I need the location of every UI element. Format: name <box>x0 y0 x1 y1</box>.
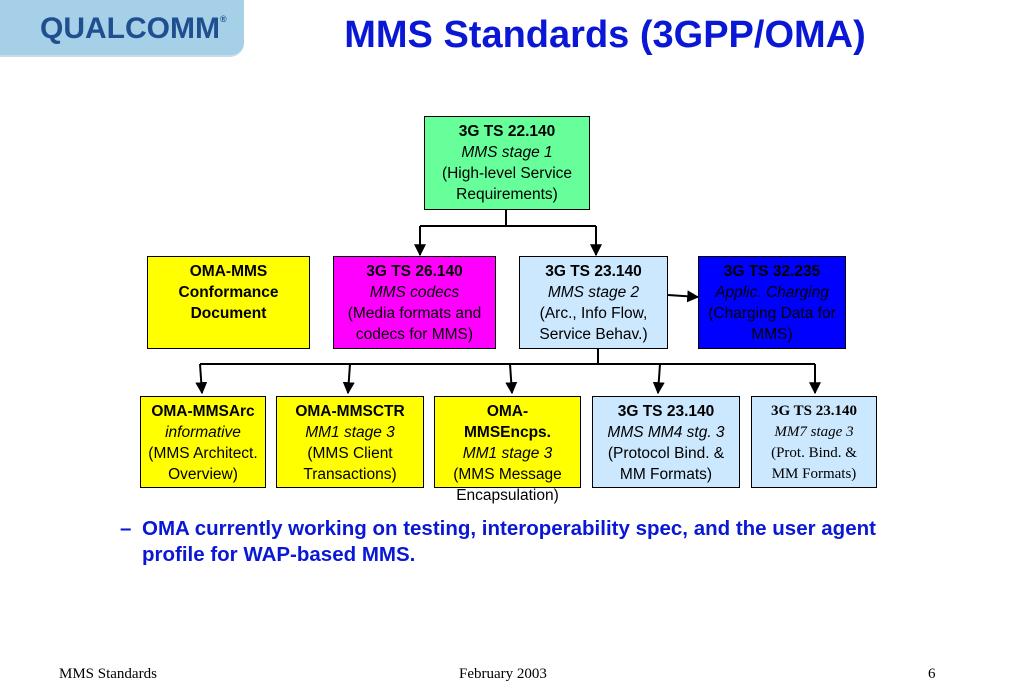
box-oma-mmsctr: OMA-MMSCTR MM1 stage 3 (MMS Client Trans… <box>276 396 424 488</box>
box-3g-ts-26-140: 3G TS 26.140 MMS codecs (Media formats a… <box>333 256 496 349</box>
bullet-oma-testing: – OMA currently working on testing, inte… <box>120 516 940 568</box>
footer-left: MMS Standards <box>59 666 157 682</box>
footer-page-number: 6 <box>928 666 936 682</box>
slide-title: MMS Standards (3GPP/OMA) <box>344 14 866 56</box>
footer-center: February 2003 <box>459 666 547 682</box>
box-3g-ts-22-140: 3G TS 22.140 MMS stage 1 (High-level Ser… <box>424 116 590 210</box>
connector-to-oma-enc <box>505 363 518 395</box>
connector-to-oma-arc <box>195 363 208 395</box>
box-3g-ts-23-140-stage2: 3G TS 23.140 MMS stage 2 (Arc., Info Flo… <box>519 256 668 349</box>
connector-bottom-split <box>200 349 815 365</box>
bullet-text: OMA currently working on testing, intero… <box>142 517 876 566</box>
box-3g-ts-23-140-mm4: 3G TS 23.140 MMS MM4 stg. 3 (Protocol Bi… <box>592 396 740 488</box>
box-oma-mmsencps: OMA-MMSEncps. MM1 stage 3 (MMS Message E… <box>434 396 581 504</box>
connector-23140-to-32235 <box>667 290 700 303</box>
box-oma-mmsarc: OMA-MMSArc informative (MMS Architect. O… <box>140 396 266 488</box>
connector-to-mm4 <box>652 363 665 395</box>
connector-top-split <box>420 210 596 227</box>
connector-to-oma-ctr <box>342 363 355 395</box>
bullet-dash: – <box>120 517 132 540</box>
qualcomm-logo: QUALCOMM® <box>40 12 227 45</box>
box-oma-mms-conformance: OMA-MMS Conformance Document <box>147 256 310 349</box>
logo-band: QUALCOMM® <box>0 0 244 57</box>
box-3g-ts-32-235: 3G TS 32.235 Applic. Charging (Charging … <box>698 256 846 349</box>
box-3g-ts-23-140-mm7: 3G TS 23.140 MM7 stage 3 (Prot. Bind. & … <box>751 396 877 488</box>
